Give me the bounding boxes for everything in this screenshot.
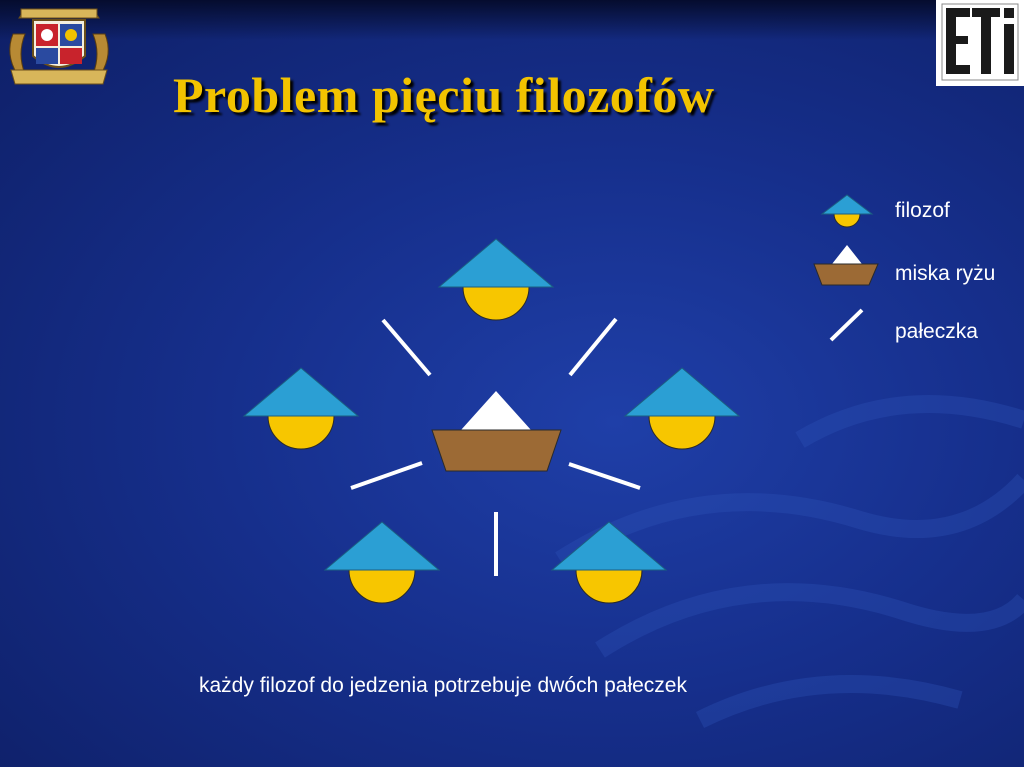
chopstick-left: [350, 461, 423, 490]
legend-chopstick-icon: [829, 308, 864, 342]
legend-label-chopstick: pałeczka: [895, 320, 978, 343]
chopstick-top-right: [568, 317, 618, 377]
philosopher-top: [437, 238, 555, 321]
philosopher-bottom-left: [323, 521, 441, 604]
chopstick-right: [568, 462, 641, 490]
legend-rice-bowl-icon: [813, 245, 879, 286]
philosopher-bottom-right: [550, 521, 668, 604]
chopstick-top-left: [381, 318, 432, 377]
legend-philosopher-icon: [820, 194, 874, 228]
top-shade: [0, 0, 1024, 40]
slide-title: Problem pięciu filozofów: [173, 67, 715, 123]
rice-bowl-center: [431, 391, 562, 472]
slide-caption: każdy filozof do jedzenia potrzebuje dwó…: [199, 674, 687, 697]
background-swirls: [555, 395, 1024, 729]
eti-logo: [936, 0, 1024, 86]
university-crest-logo: [9, 8, 109, 85]
legend-label-rice-bowl: miska ryżu: [895, 262, 996, 285]
legend-label-philosopher: filozof: [895, 199, 950, 222]
philosopher-right: [623, 367, 741, 450]
philosopher-left: [242, 367, 360, 450]
